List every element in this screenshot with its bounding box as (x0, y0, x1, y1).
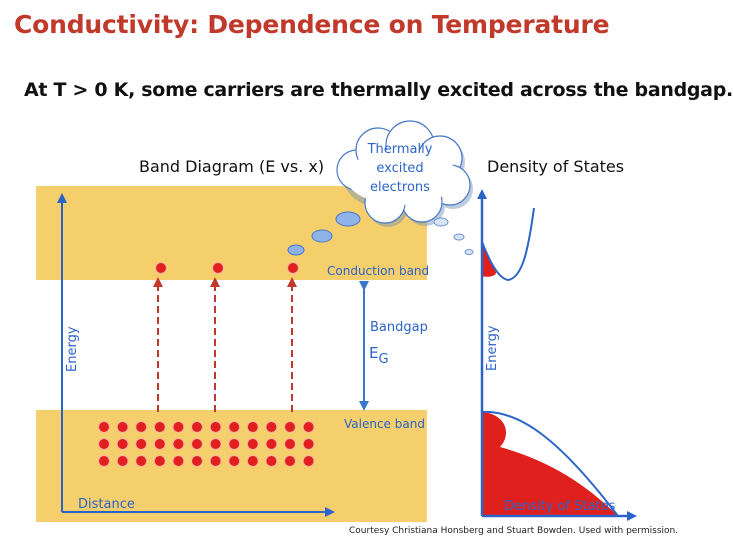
valence-electron (246, 455, 259, 467)
excited-electrons (155, 262, 299, 274)
valence-electron (209, 421, 222, 433)
valence-electron (209, 455, 222, 467)
valence-electron (228, 455, 241, 467)
valence-electron (191, 421, 203, 433)
valence-electron (265, 421, 278, 433)
credit-text: Courtesy Christiana Honsberg and Stuart … (349, 526, 678, 536)
bubble (453, 233, 465, 241)
excited-electrons-cloud: Thermally excited electrons (336, 120, 473, 227)
cloud-line-3: electrons (370, 180, 430, 195)
dos-conduction-curve (481, 207, 535, 282)
valence-electron (98, 455, 110, 467)
valence-electron (116, 421, 129, 433)
valence-electron (98, 421, 110, 433)
valence-electron (191, 438, 203, 450)
valence-electron (302, 438, 315, 450)
valence-electron (153, 455, 166, 467)
dos-valence-curve (481, 410, 619, 517)
slide-title: Conductivity: Dependence on Temperature (14, 10, 610, 39)
bubble (433, 217, 449, 227)
excitation-arrows (153, 277, 297, 412)
valence-electron (135, 421, 148, 433)
excited-electron (155, 262, 167, 274)
valence-electron (284, 455, 296, 467)
valence-electron (246, 421, 259, 433)
conduction-band-label: Conduction band (327, 264, 429, 278)
valence-electron (98, 438, 110, 450)
eg-sub: G (378, 352, 388, 367)
valence-electron (116, 455, 129, 467)
valence-electron (172, 421, 185, 433)
bandgap-label: Bandgap (370, 320, 428, 335)
cloud-line-2: excited (376, 161, 423, 176)
valence-electron (172, 455, 185, 467)
valence-electrons (98, 421, 315, 467)
conduction-band (36, 186, 427, 280)
dos-plot: Energy Density of States (477, 189, 637, 521)
valence-electron (246, 438, 259, 450)
valence-electron (302, 421, 315, 433)
valence-electron (284, 421, 296, 433)
thought-bubbles (287, 211, 361, 256)
valence-electron (153, 438, 166, 450)
eg-main: E (369, 344, 378, 362)
valence-electron (265, 438, 278, 450)
dos-valence-fill (482, 412, 618, 516)
band-diagram-heading: Band Diagram (E vs. x) (139, 157, 324, 176)
valence-electron (135, 455, 148, 467)
valence-electron (209, 438, 222, 450)
bubble (311, 229, 333, 243)
valence-electron (284, 438, 296, 450)
eg-label: EG (369, 344, 389, 367)
bubble (335, 211, 361, 227)
valence-band-label: Valence band (344, 417, 425, 431)
valence-electron (302, 455, 315, 467)
bubble (464, 249, 474, 255)
dos-heading: Density of States (487, 157, 624, 176)
valence-electron (191, 455, 203, 467)
bubble (287, 244, 305, 256)
excited-electron (287, 262, 299, 274)
cloud-line-1: Thermally (367, 142, 433, 157)
energy-axis-label: Energy (65, 326, 80, 372)
valence-electron (172, 438, 185, 450)
distance-axis-label: Distance (78, 497, 135, 512)
dos-thought-bubbles (433, 217, 474, 255)
valence-electron (116, 438, 129, 450)
valence-electron (228, 421, 241, 433)
subtitle: At T > 0 K, some carriers are thermally … (24, 79, 733, 101)
valence-electron (153, 421, 166, 433)
valence-electron (135, 438, 148, 450)
valence-electron (228, 438, 241, 450)
valence-electron (265, 455, 278, 467)
excited-electron (212, 262, 224, 274)
dos-x-axis-label: Density of States (504, 499, 616, 514)
dos-energy-axis-label: Energy (485, 325, 500, 371)
